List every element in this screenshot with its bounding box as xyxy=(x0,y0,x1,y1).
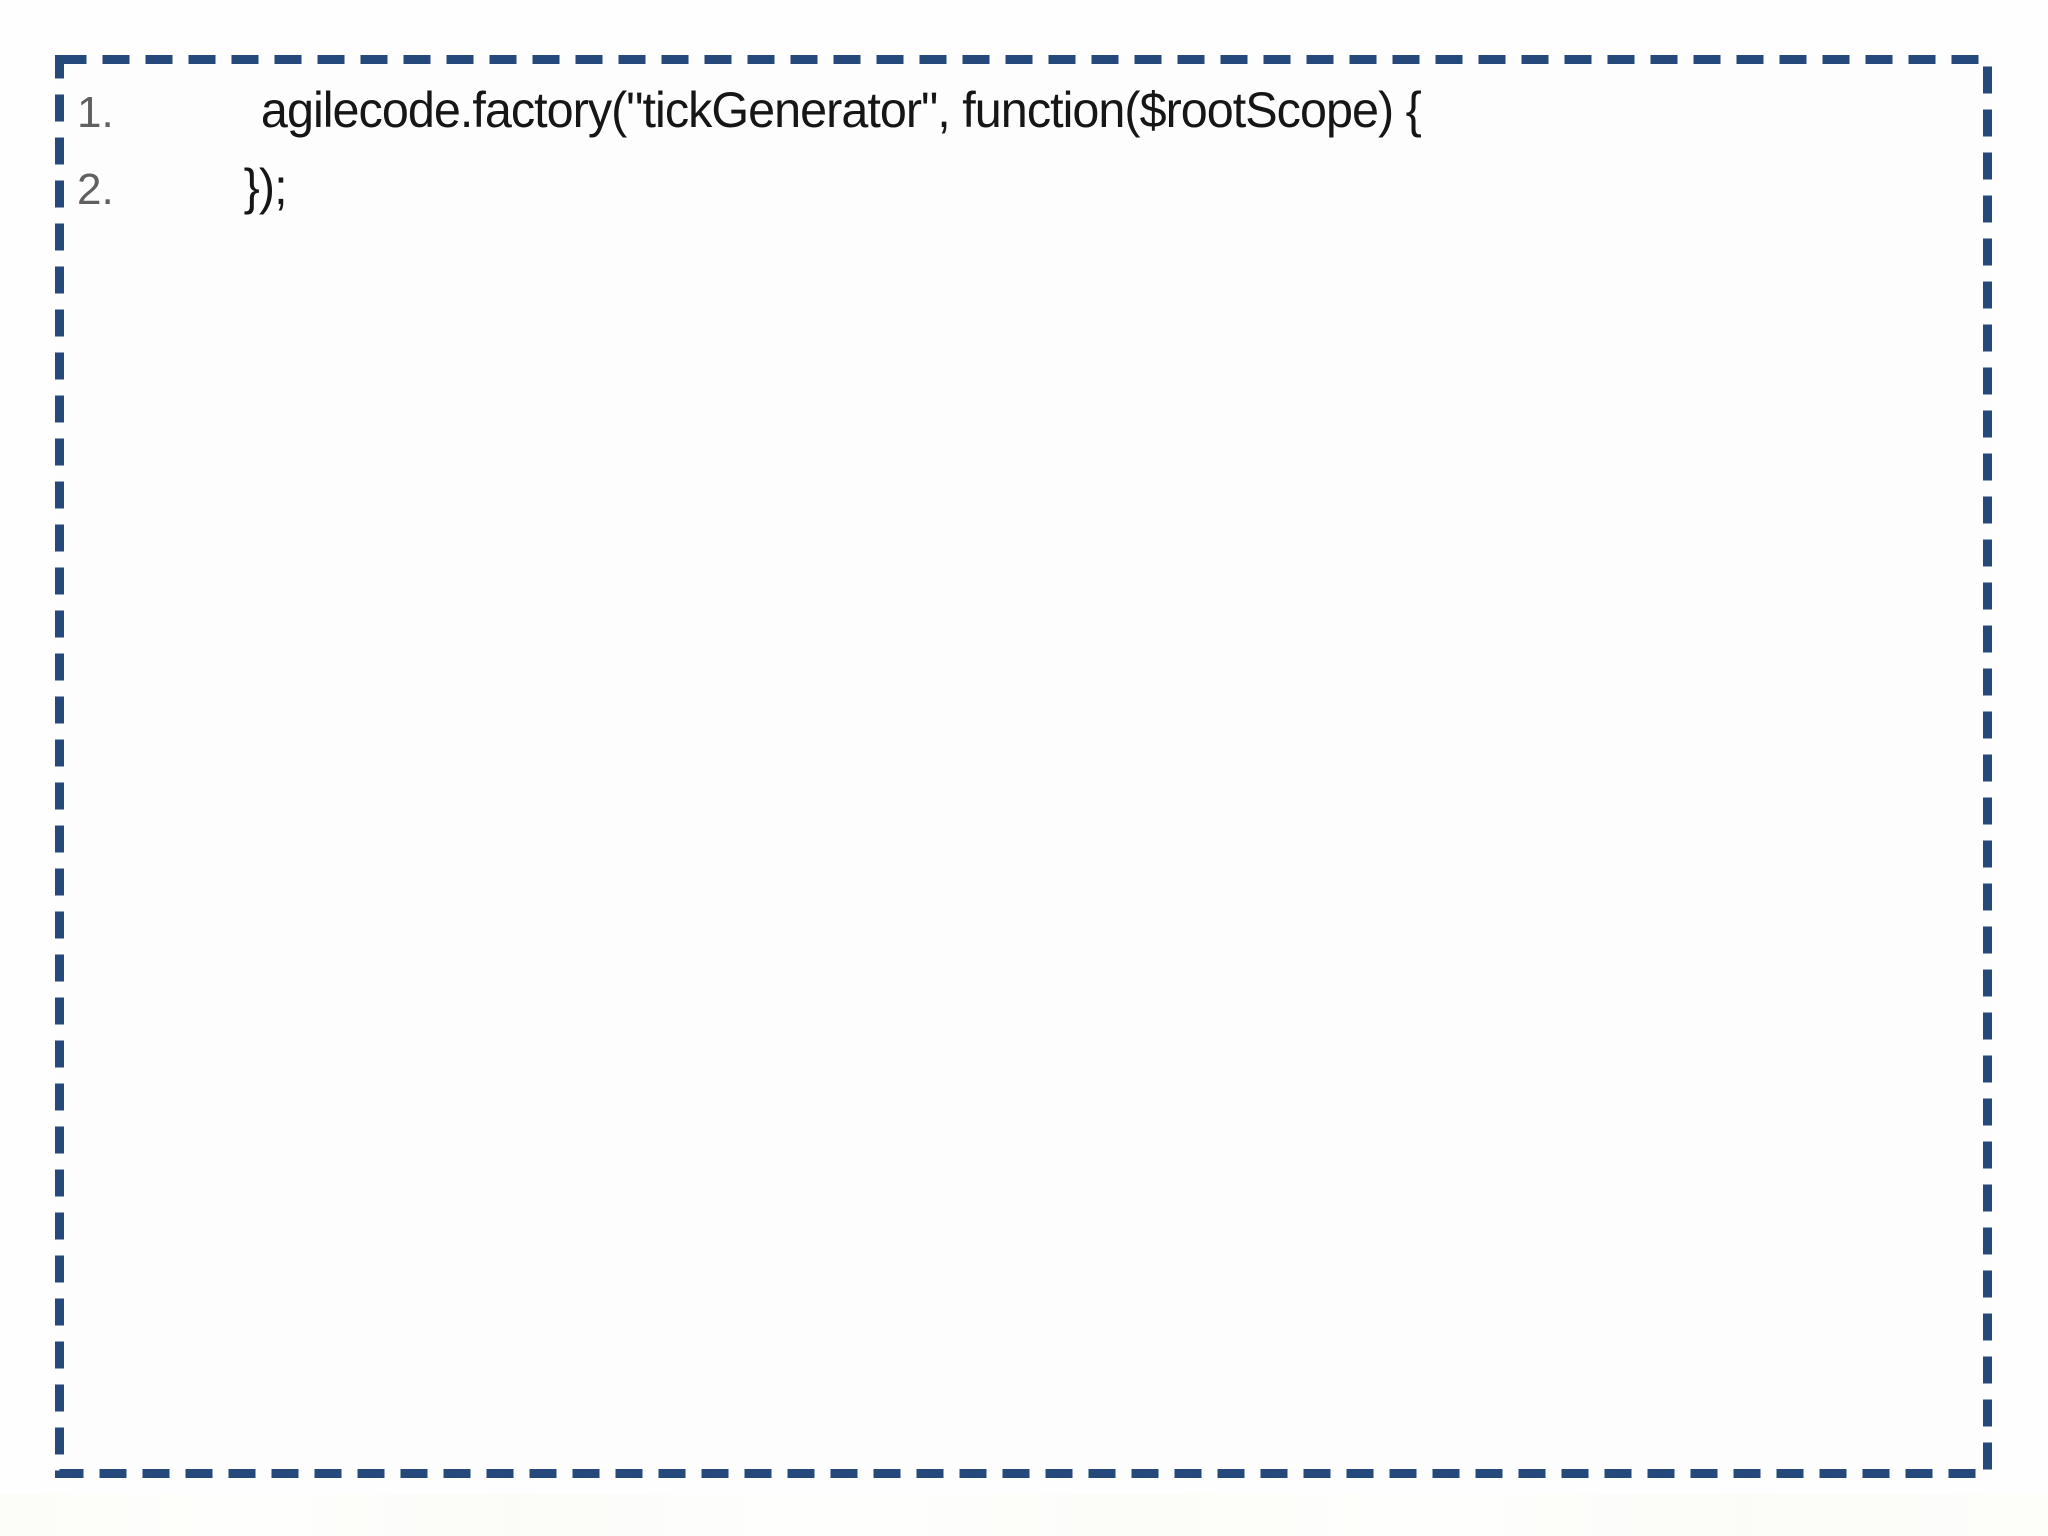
cropped-content-strip xyxy=(0,1494,2048,1536)
code-line: 1. agilecode.factory("tickGenerator", fu… xyxy=(77,73,1962,150)
code-text: agilecode.factory("tickGenerator", funct… xyxy=(260,82,1422,138)
code-listing: 1. agilecode.factory("tickGenerator", fu… xyxy=(55,55,1992,227)
line-number: 2. xyxy=(77,165,114,214)
dashed-border-rect xyxy=(55,55,1992,1478)
dashed-border xyxy=(55,55,1992,1478)
code-line: 2. }); xyxy=(77,150,1962,227)
code-block: 1. agilecode.factory("tickGenerator", fu… xyxy=(55,55,1992,1478)
code-text: }); xyxy=(243,159,288,215)
line-number: 1. xyxy=(77,88,114,137)
